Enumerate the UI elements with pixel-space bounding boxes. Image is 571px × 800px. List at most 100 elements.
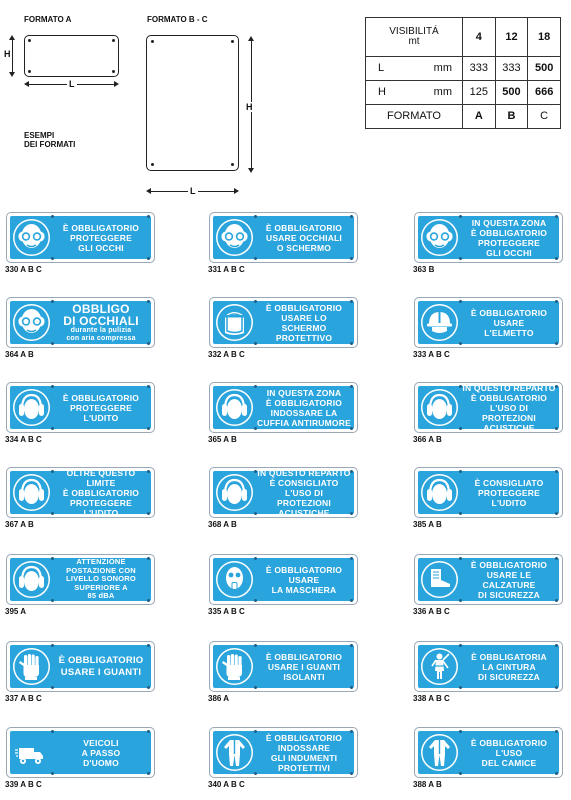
protective-suit-icon bbox=[216, 734, 253, 771]
sign-mounting-hole bbox=[51, 470, 54, 473]
sign-mounting-hole bbox=[350, 599, 353, 602]
sign-code: 365 A B bbox=[208, 435, 237, 444]
ear-protection-icon-graphic bbox=[14, 562, 49, 597]
sign-text-line: OBBLIGO bbox=[72, 301, 130, 316]
sign-mounting-hole bbox=[51, 599, 54, 602]
sign-mounting-hole bbox=[555, 772, 558, 775]
plate-a-outline bbox=[24, 35, 119, 77]
sign-code: 332 A B C bbox=[208, 350, 245, 359]
sign-mounting-hole bbox=[459, 599, 462, 602]
arrow-left-icon bbox=[24, 81, 29, 87]
sign-mounting-hole bbox=[555, 300, 558, 303]
sign-mounting-hole bbox=[51, 257, 54, 260]
sign-mounting-hole bbox=[350, 512, 353, 515]
sign-text-line: È OBBLIGATORIO bbox=[470, 737, 548, 748]
table-cell: 12 bbox=[494, 17, 529, 57]
plate-hole bbox=[28, 39, 31, 42]
esempi-line2: DEI FORMATI bbox=[24, 140, 76, 149]
sign-code: 335 A B C bbox=[208, 607, 245, 616]
sign-code: 331 A B C bbox=[208, 265, 245, 274]
sign-mounting-hole bbox=[350, 257, 353, 260]
sign-mounting-hole bbox=[147, 342, 150, 345]
sign-text-line: L'USO bbox=[495, 747, 523, 758]
sign-mounting-hole bbox=[350, 557, 353, 560]
sign-mounting-hole bbox=[350, 215, 353, 218]
plate-bc-outline bbox=[146, 35, 239, 171]
sign-mounting-hole bbox=[459, 470, 462, 473]
sign-code: 366 A B bbox=[413, 435, 442, 444]
sign-mounting-hole bbox=[459, 257, 462, 260]
sign-text-line: È CONSIGLIATO bbox=[269, 477, 339, 488]
table-cell: B bbox=[494, 103, 529, 130]
plate-hole bbox=[28, 70, 31, 73]
sign-mounting-hole bbox=[459, 512, 462, 515]
sign-text-line: PROTETTIVI bbox=[277, 762, 331, 773]
sign-mounting-hole bbox=[254, 257, 257, 260]
sign-mounting-hole bbox=[254, 215, 257, 218]
sign-mounting-hole bbox=[254, 686, 257, 689]
helmet-icon bbox=[421, 304, 458, 341]
sign-mounting-hole bbox=[459, 427, 462, 430]
sign-mounting-hole bbox=[555, 215, 558, 218]
sign-text-line: GLI OCCHI bbox=[78, 242, 124, 253]
sign-mounting-hole bbox=[555, 730, 558, 733]
sign-text-line: GLI INDUMENTI bbox=[270, 752, 338, 763]
sign-text-line: ATTENZIONE bbox=[76, 557, 126, 567]
sign-mounting-hole bbox=[254, 599, 257, 602]
sign-mounting-hole bbox=[555, 599, 558, 602]
table-row-label: FORMATO bbox=[365, 103, 463, 130]
sign-text-line: L'UDITO bbox=[491, 497, 527, 508]
sign-mounting-hole bbox=[147, 385, 150, 388]
sign-text-line: PROTEGGERE bbox=[70, 232, 132, 243]
dimension-h-label: H bbox=[4, 49, 11, 59]
plate-hole bbox=[151, 163, 154, 166]
dimension-l-label: L bbox=[188, 186, 198, 196]
sign-mounting-hole bbox=[147, 512, 150, 515]
sign-text-line: È OBBLIGATORIA bbox=[471, 651, 547, 662]
sign-code: 386 A bbox=[208, 694, 230, 703]
esempi-label: ESEMPI DEI FORMATI bbox=[24, 131, 75, 149]
ear-protection-icon-graphic bbox=[422, 475, 457, 510]
dimension-h-label: H bbox=[246, 102, 253, 112]
goggles-icon bbox=[13, 304, 50, 341]
glove-icon bbox=[13, 648, 50, 685]
sign-mounting-hole bbox=[555, 644, 558, 647]
sign-text-line: USARE LO bbox=[281, 312, 327, 323]
sign-code: 330 A B C bbox=[5, 265, 42, 274]
sign-mounting-hole bbox=[350, 772, 353, 775]
sign-code: 337 A B C bbox=[5, 694, 42, 703]
visibility-label: VISIBILITÁ bbox=[389, 25, 439, 37]
sign-text-line: È OBBLIGATORIO bbox=[470, 227, 548, 238]
sign-mounting-hole bbox=[555, 427, 558, 430]
sign-text-line: USARE I GUANTI bbox=[267, 661, 341, 672]
sign-text-line: L'USO DI PROTEZIONI bbox=[482, 402, 536, 423]
sign-text-line: È OBBLIGATORIO bbox=[470, 392, 548, 403]
sign-text-line: USARE bbox=[288, 574, 320, 585]
plate-hole bbox=[112, 70, 115, 73]
sign-code: 339 A B C bbox=[5, 780, 42, 789]
sign-text-line: con aria compressa bbox=[66, 334, 136, 342]
sign-mounting-hole bbox=[459, 644, 462, 647]
sign-text-line: È OBBLIGATORIO bbox=[62, 487, 140, 498]
sign-text-line: SCHERMO bbox=[281, 322, 327, 333]
ear-protection-icon bbox=[421, 474, 458, 511]
plate-hole bbox=[112, 39, 115, 42]
arrow-up-icon bbox=[248, 36, 254, 41]
